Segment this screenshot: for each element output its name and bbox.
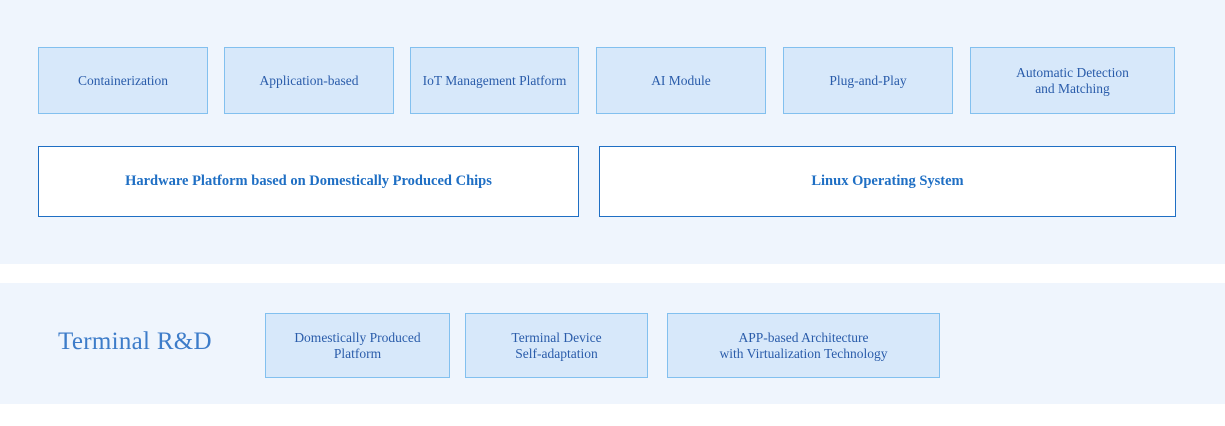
capability-chip-label: Containerization (78, 72, 168, 88)
capability-chip-label: AI Module (651, 72, 711, 88)
capability-chip-label: Plug-and-Play (829, 72, 907, 88)
terminal-chip-label: APP-based Architecture with Virtualizati… (719, 329, 888, 361)
capability-chip-application-based[interactable]: Application-based (224, 47, 394, 114)
capability-chip-label: Application-based (259, 72, 359, 88)
terminal-chip-domestically-produced-platform[interactable]: Domestically Produced Platform (265, 313, 450, 378)
capability-chip-label: Automatic Detection and Matching (1016, 64, 1129, 96)
capability-chip-ai-module[interactable]: AI Module (596, 47, 766, 114)
foundation-bar-hardware-platform[interactable]: Hardware Platform based on Domestically … (38, 146, 579, 217)
capability-chip-containerization[interactable]: Containerization (38, 47, 208, 114)
capability-chip-automatic-detection-and-matching[interactable]: Automatic Detection and Matching (970, 47, 1175, 114)
terminal-chip-label: Terminal Device Self-adaptation (511, 329, 602, 361)
terminal-chip-app-based-architecture[interactable]: APP-based Architecture with Virtualizati… (667, 313, 940, 378)
terminal-chip-label: Domestically Produced Platform (294, 329, 421, 361)
foundation-bar-linux-operating-system[interactable]: Linux Operating System (599, 146, 1176, 217)
terminal-chip-terminal-device-self-adaptation[interactable]: Terminal Device Self-adaptation (465, 313, 648, 378)
capability-chip-plug-and-play[interactable]: Plug-and-Play (783, 47, 953, 114)
foundation-bar-label: Linux Operating System (811, 172, 964, 189)
section-title-terminal-rnd: Terminal R&D (58, 328, 212, 355)
capability-chip-iot-management-platform[interactable]: IoT Management Platform (410, 47, 579, 114)
foundation-bar-label: Hardware Platform based on Domestically … (125, 172, 492, 189)
top-panel (0, 0, 1225, 264)
capability-chip-label: IoT Management Platform (422, 72, 567, 88)
